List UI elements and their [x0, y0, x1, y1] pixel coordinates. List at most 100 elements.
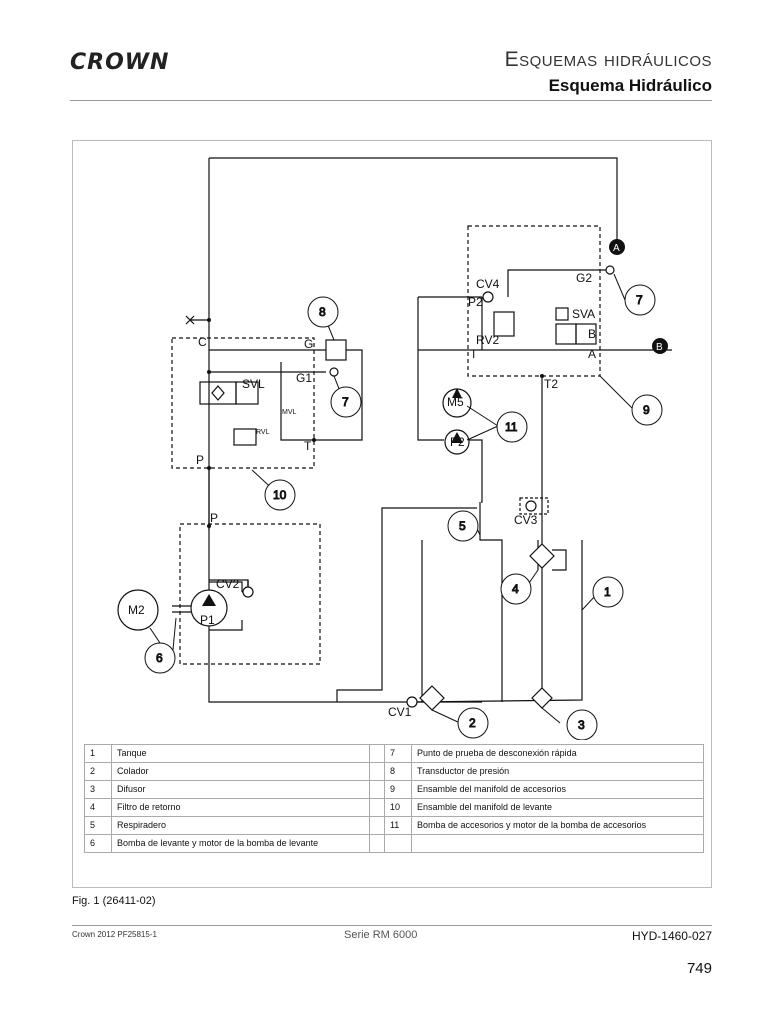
legend-number: 6 — [84, 834, 112, 853]
accessory-manifold-box — [467, 225, 601, 377]
callout-5: 5 — [447, 510, 479, 542]
legend-spacer — [368, 744, 385, 763]
top-line — [209, 157, 618, 244]
legend-spacer — [368, 798, 385, 817]
legend-number: 11 — [383, 816, 412, 835]
port-g1: G1 — [296, 371, 312, 385]
footer-series: Serie RM 6000 — [344, 929, 418, 941]
legend-number: 2 — [84, 762, 112, 781]
svg-text:2: 2 — [469, 716, 476, 730]
legend-number: 7 — [383, 744, 412, 763]
callout-7-left: 7 — [330, 386, 362, 418]
port-t-left: T — [304, 439, 312, 453]
port-g2: G2 — [576, 271, 592, 285]
port-g: G — [304, 337, 313, 351]
svg-text:5: 5 — [459, 519, 466, 533]
check-valve-cv1-symbol — [406, 696, 418, 708]
callout-4: 4 — [500, 573, 532, 605]
svg-text:1: 1 — [604, 585, 611, 599]
legend-text: Tanque — [111, 744, 370, 763]
legend-number: 4 — [84, 798, 112, 817]
legend-text — [410, 834, 705, 853]
legend-text: Ensamble del manifold de levante — [410, 798, 705, 817]
svg-text:7: 7 — [342, 395, 349, 409]
connector-b: B — [652, 338, 668, 354]
label-cv4: CV4 — [476, 277, 500, 291]
callout-1: 1 — [592, 576, 624, 608]
page-subtitle: Esquema Hidráulico — [548, 76, 712, 95]
label-rv2: RV2 — [476, 333, 499, 347]
label-sva: SVA — [572, 307, 595, 321]
callout-3: 3 — [566, 709, 598, 740]
crown-logo: CROWN — [70, 50, 170, 75]
diffuser-symbol — [531, 687, 553, 709]
quick-disconnect-g2-symbol — [605, 265, 615, 275]
port-c: C — [198, 335, 207, 349]
legend-text: Colador — [111, 762, 370, 781]
label-cv3: CV3 — [514, 513, 538, 527]
callout-10: 10 — [264, 479, 296, 511]
page-number: 749 — [686, 960, 712, 977]
main-left-line — [208, 158, 417, 703]
footer-copyright: Crown 2012 PF25815-1 — [72, 930, 157, 939]
legend-text: Respiradero — [111, 816, 370, 835]
callout-11: 11 — [496, 411, 528, 443]
quick-disconnect-g1-symbol — [329, 367, 339, 377]
label-cv1: CV1 — [388, 705, 412, 719]
footer-doc-code: HYD-1460-027 — [631, 929, 712, 943]
legend-text: Transductor de presión — [410, 762, 705, 781]
svg-text:11: 11 — [505, 420, 518, 434]
callout-6: 6 — [144, 642, 176, 674]
svg-text:B: B — [656, 342, 663, 353]
legend-text: Ensamble del manifold de accesorios — [410, 780, 705, 799]
check-valve-cv3-symbol — [525, 500, 537, 512]
header-divider — [70, 100, 712, 101]
callout-7-right: 7 — [624, 284, 656, 316]
hydraulic-schematic: A B C P P G G1 T P2 G2 B A T T2 SVL RVL … — [117, 157, 672, 740]
legend-number — [383, 834, 412, 853]
port-p2: P2 — [468, 295, 483, 309]
check-valve-cv2-symbol — [242, 586, 254, 598]
port-a: A — [588, 347, 596, 361]
label-p2-pump: P2 — [450, 435, 465, 449]
svg-text:7: 7 — [636, 293, 643, 307]
legend-number: 8 — [383, 762, 412, 781]
legend-number: 5 — [84, 816, 112, 835]
section-title: Esquemas hidráulicos — [504, 48, 712, 71]
legend-spacer — [368, 762, 385, 781]
legend-spacer — [368, 816, 385, 835]
pump-p1-symbol — [190, 589, 228, 627]
label-rvl: RVL — [256, 429, 270, 436]
legend-spacer — [368, 834, 385, 853]
legend-number: 10 — [383, 798, 412, 817]
svg-text:9: 9 — [643, 403, 650, 417]
label-cv2: CV2 — [216, 577, 240, 591]
lift-pump-box — [179, 523, 321, 665]
label-m2: M2 — [128, 603, 145, 617]
svg-text:3: 3 — [578, 718, 585, 732]
legend-text: Bomba de accesorios y motor de la bomba … — [410, 816, 705, 835]
figure-caption: Fig. 1 (26411-02) — [72, 895, 156, 907]
label-p1: P1 — [200, 613, 215, 627]
connector-a: A — [609, 239, 625, 255]
legend-spacer — [368, 780, 385, 799]
callout-8: 8 — [307, 296, 339, 328]
label-mvl: MVL — [282, 409, 297, 416]
callout-9: 9 — [631, 394, 663, 426]
svg-text:A: A — [613, 243, 620, 254]
port-t-right: T — [470, 347, 478, 361]
legend-text: Punto de prueba de desconexión rápida — [410, 744, 705, 763]
svg-text:10: 10 — [273, 488, 287, 502]
port-t2: T2 — [544, 377, 558, 391]
legend-number: 3 — [84, 780, 112, 799]
legend-text: Bomba de levante y motor de la bomba de … — [111, 834, 370, 853]
svg-text:8: 8 — [319, 305, 326, 319]
return-filter-symbol — [529, 543, 555, 569]
